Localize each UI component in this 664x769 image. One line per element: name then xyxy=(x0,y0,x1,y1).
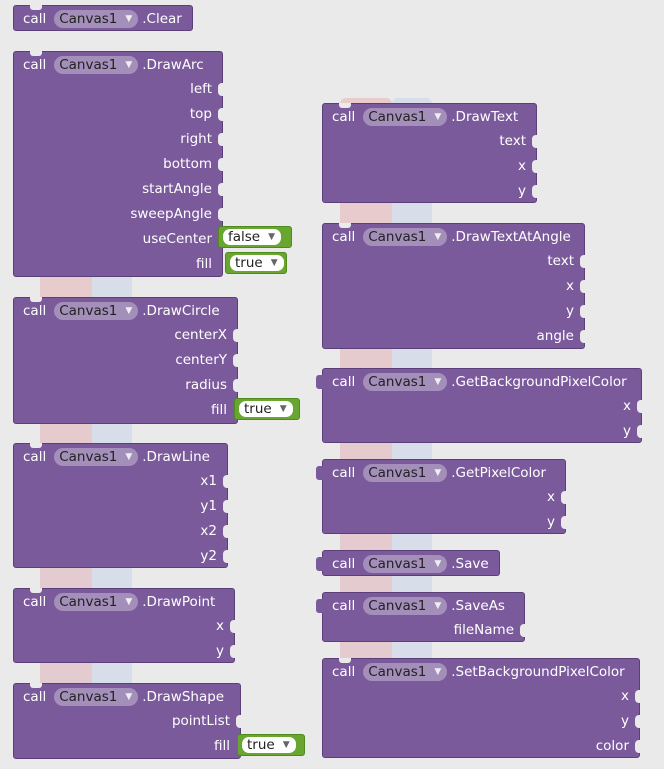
arg-label: y xyxy=(547,514,555,530)
arg-label: angle xyxy=(536,328,574,344)
boolean-dropdown[interactable]: true▼ xyxy=(242,737,296,753)
block-canvas-setbackgroundpixelcolor[interactable]: call Canvas1▼ .SetBackgroundPixelColor x… xyxy=(322,658,640,758)
arg-label: y xyxy=(623,423,631,439)
block-canvas-drawshape[interactable]: call Canvas1▼ .DrawShape pointList fill xyxy=(13,683,241,759)
component-dropdown[interactable]: Canvas1▼ xyxy=(54,448,139,466)
component-dropdown[interactable]: Canvas1▼ xyxy=(54,302,139,320)
arg-label: x xyxy=(547,489,555,505)
arg-label: centerX xyxy=(174,327,227,343)
method-name: .Clear xyxy=(142,11,182,27)
arg-label: fill xyxy=(213,738,230,754)
arg-label: fill xyxy=(210,402,227,418)
arg-label: x xyxy=(621,688,629,704)
boolean-dropdown[interactable]: true▼ xyxy=(239,401,293,417)
logic-boolean-block[interactable]: false▼ xyxy=(218,226,292,248)
component-dropdown[interactable]: Canvas1▼ xyxy=(363,597,448,615)
arg-label: centerY xyxy=(175,352,227,368)
block-canvas-drawline[interactable]: call Canvas1▼ .DrawLine x1 y1 x2 y2 xyxy=(13,443,228,568)
arg-label: useCenter xyxy=(142,231,212,247)
arg-label: right xyxy=(180,131,212,147)
arg-label: x1 xyxy=(200,473,217,489)
boolean-dropdown[interactable]: true▼ xyxy=(230,255,284,271)
arg-label: y xyxy=(216,643,224,659)
block-canvas-getpixelcolor[interactable]: call Canvas1▼ .GetPixelColor x y xyxy=(316,459,566,534)
arg-label: text xyxy=(499,133,526,149)
component-dropdown[interactable]: Canvas1▼ xyxy=(363,228,448,246)
block-canvas-drawcircle[interactable]: call Canvas1▼ .DrawCircle centerX center… xyxy=(13,297,238,424)
logic-boolean-block[interactable]: true▼ xyxy=(225,252,287,274)
arg-label: radius xyxy=(185,377,227,393)
component-dropdown[interactable]: Canvas1▼ xyxy=(54,56,139,74)
arg-label: bottom xyxy=(163,156,212,172)
arg-label: left xyxy=(190,81,212,97)
component-dropdown[interactable]: Canvas1▼ xyxy=(363,373,448,391)
arg-label: y xyxy=(621,713,629,729)
boolean-dropdown[interactable]: false▼ xyxy=(223,229,282,245)
arg-label: x xyxy=(566,278,574,294)
arg-label: color xyxy=(595,738,629,754)
arg-label: y1 xyxy=(200,498,217,514)
component-dropdown[interactable]: Canvas1▼ xyxy=(54,593,139,611)
block-canvas-drawpoint[interactable]: call Canvas1▼ .DrawPoint x y xyxy=(13,588,235,663)
block-canvas-clear[interactable]: call Canvas1▼ .Clear xyxy=(13,5,193,31)
arg-label: sweepAngle xyxy=(130,206,212,222)
block-canvas-save[interactable]: call Canvas1▼ .Save xyxy=(316,550,500,576)
component-dropdown[interactable]: Canvas1▼ xyxy=(54,10,139,28)
arg-label: x xyxy=(623,398,631,414)
block-canvas-drawarc[interactable]: call Canvas1▼ .DrawArc left top right bo… xyxy=(13,51,223,277)
arg-label: y xyxy=(566,303,574,319)
component-dropdown[interactable]: Canvas1▼ xyxy=(363,464,448,482)
block-canvas-getbackgroundpixelcolor[interactable]: call Canvas1▼ .GetBackgroundPixelColor x… xyxy=(316,368,642,443)
component-dropdown[interactable]: Canvas1▼ xyxy=(54,688,139,706)
arg-label: startAngle xyxy=(142,181,212,197)
call-label: call xyxy=(23,11,47,27)
arg-label: y2 xyxy=(200,548,217,564)
arg-label: fileName xyxy=(453,622,514,638)
arg-label: pointList xyxy=(171,713,230,729)
logic-boolean-block[interactable]: true▼ xyxy=(234,398,300,420)
arg-label: x xyxy=(518,158,526,174)
arg-label: x xyxy=(216,618,224,634)
arg-label: fill xyxy=(195,256,212,272)
arg-label: x2 xyxy=(200,523,217,539)
block-canvas-drawtextatangle[interactable]: call Canvas1▼ .DrawTextAtAngle text x y … xyxy=(322,223,585,349)
block-canvas-drawtext[interactable]: call Canvas1▼ .DrawText text x y xyxy=(322,103,537,203)
arg-label: text xyxy=(547,253,574,269)
component-dropdown[interactable]: Canvas1▼ xyxy=(363,108,448,126)
arg-label: y xyxy=(518,183,526,199)
block-canvas-saveas[interactable]: call Canvas1▼ .SaveAs fileName xyxy=(316,592,525,642)
component-dropdown[interactable]: Canvas1▼ xyxy=(363,555,448,573)
logic-boolean-block[interactable]: true▼ xyxy=(237,734,305,756)
component-dropdown[interactable]: Canvas1▼ xyxy=(363,663,448,681)
arg-label: top xyxy=(189,106,212,122)
